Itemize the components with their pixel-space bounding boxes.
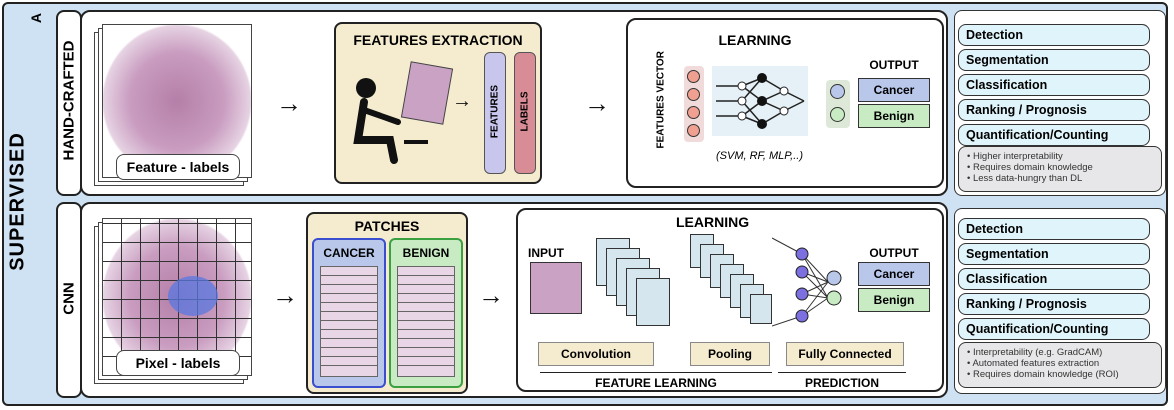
task-quantification: Quantification/Counting (958, 124, 1150, 146)
notes: • Interpretability (e.g. GradCAM) • Auto… (958, 342, 1162, 388)
features-label: FEATURES (489, 84, 501, 139)
learning-title: LEARNING (676, 214, 750, 230)
task-classification: Classification (958, 74, 1150, 96)
bracket-line (778, 372, 906, 373)
output-benign: Benign (858, 288, 930, 312)
input-patch (530, 262, 582, 314)
output-title: OUTPUT (869, 58, 919, 72)
stage-fully-connected: Fully Connected (786, 342, 904, 366)
output-title: OUTPUT (869, 246, 919, 260)
labels-bar (514, 52, 536, 174)
slide-label: Feature - labels (116, 154, 240, 180)
patches-title: PATCHES (354, 218, 420, 234)
output-cancer: Cancer (858, 78, 930, 102)
note: • Automated features extraction (967, 358, 1100, 369)
task-detection: Detection (958, 218, 1150, 240)
row-label-box (56, 10, 82, 196)
arrow-icon: → (478, 280, 504, 310)
row-label-handcrafted: HAND-CRAFTED (60, 40, 78, 161)
notes: • Higher interpretability • Requires dom… (958, 146, 1162, 192)
task-quantification: Quantification/Counting (958, 318, 1150, 340)
features-vector-label: FEATURES VECTOR (655, 51, 667, 149)
model-list: (SVM, RF, MLP,..) (716, 150, 804, 162)
bracket-line (540, 372, 772, 373)
person-at-computer-icon (353, 61, 454, 164)
output-benign: Benign (858, 104, 930, 128)
tumor-region (168, 276, 218, 316)
learning-title: LEARNING (718, 32, 792, 48)
arrow-icon: → (452, 90, 472, 112)
patch-stack (320, 266, 380, 382)
row-label-cnn: CNN (60, 282, 78, 315)
task-classification: Classification (958, 268, 1150, 290)
section-label: SUPERVISED (6, 132, 29, 271)
tissue-slide (102, 24, 252, 178)
note: • Higher interpretability (967, 151, 1063, 162)
arrow-icon: → (276, 88, 302, 118)
arrow-icon: → (272, 280, 298, 310)
neural-network-icon (712, 66, 808, 136)
task-segmentation: Segmentation (958, 49, 1150, 71)
output-cancer: Cancer (858, 262, 930, 286)
group-prediction: PREDICTION (804, 376, 879, 390)
note: • Requires domain knowledge (ROI) (967, 369, 1119, 380)
benign-label: BENIGN (402, 246, 450, 260)
output-neurons (826, 80, 850, 128)
note: • Less data-hungry than DL (967, 173, 1083, 184)
patch-stack (397, 266, 457, 382)
note: • Requires domain knowledge (967, 162, 1093, 173)
note: • Interpretability (e.g. GradCAM) (967, 347, 1103, 358)
panel-letter: A (28, 12, 44, 24)
cancer-label: CANCER (323, 246, 375, 260)
task-ranking: Ranking / Prognosis (958, 99, 1150, 121)
features-bar (484, 52, 506, 174)
group-feature-learning: FEATURE LEARNING (595, 376, 717, 390)
stage-convolution: Convolution (538, 342, 654, 366)
arrow-icon: → (584, 88, 610, 118)
slide-label: Pixel - labels (116, 350, 240, 376)
task-ranking: Ranking / Prognosis (958, 293, 1150, 315)
input-label: INPUT (528, 246, 564, 260)
stage-pooling: Pooling (690, 342, 770, 366)
task-segmentation: Segmentation (958, 243, 1150, 265)
labels-label: LABELS (519, 91, 531, 132)
task-detection: Detection (958, 24, 1150, 46)
fully-connected-network (772, 237, 842, 327)
features-vector (684, 66, 704, 142)
extraction-title: FEATURES EXTRACTION (353, 32, 523, 48)
